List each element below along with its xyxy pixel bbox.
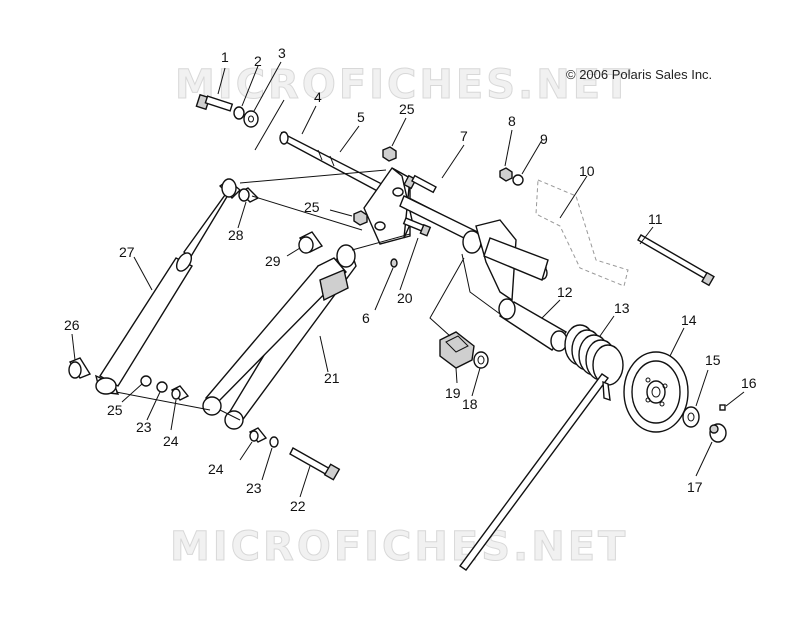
callout-24-left: 24 — [163, 433, 179, 449]
leader-lines — [71, 61, 745, 498]
callout-numbers: 1 2 3 4 5 25 7 8 9 10 25 28 27 29 11 20 … — [64, 45, 757, 514]
part-1-bolt — [195, 93, 234, 112]
part-2-washer — [233, 106, 245, 120]
part-15-washer — [682, 406, 700, 428]
part-28-bushing — [238, 187, 260, 203]
callout-25-upper: 25 — [399, 101, 415, 117]
part-25-nut-b — [353, 210, 368, 226]
callout-23-left: 23 — [136, 419, 152, 435]
part-10-cross-tube — [399, 195, 549, 302]
part-25-washer-low — [140, 375, 152, 387]
part-16-pin — [719, 404, 726, 411]
part-9-washer — [512, 174, 524, 186]
part-11-long-bolt — [637, 234, 715, 287]
part-7-bolt — [403, 174, 437, 194]
part-12-sleeve — [498, 298, 568, 352]
callout-3: 3 — [278, 45, 286, 61]
part-23-washer-a — [156, 381, 168, 393]
callout-27: 27 — [119, 244, 135, 260]
callout-7: 7 — [460, 128, 468, 144]
part-27-shock-absorber — [94, 178, 242, 395]
callout-23-lower: 23 — [246, 480, 262, 496]
callout-12: 12 — [557, 284, 573, 300]
part-24-bushing-a — [170, 385, 190, 401]
part-19-block — [439, 331, 475, 369]
callout-4: 4 — [314, 89, 322, 105]
callout-17: 17 — [687, 479, 703, 495]
part-23-washer-b — [269, 436, 279, 448]
callout-5: 5 — [357, 109, 365, 125]
copyright-text: © 2006 Polaris Sales Inc. — [566, 67, 712, 82]
callout-9: 9 — [540, 131, 548, 147]
callout-14: 14 — [681, 312, 697, 328]
part-6-nut — [390, 258, 398, 268]
part-3-washer — [243, 110, 259, 128]
callout-25-lower: 25 — [107, 402, 123, 418]
callout-29: 29 — [265, 253, 281, 269]
part-25-nut-a — [382, 146, 397, 162]
callout-25-mid: 25 — [304, 199, 320, 215]
callout-24-lower: 24 — [208, 461, 224, 477]
part-29-bushing — [298, 231, 324, 254]
callout-1: 1 — [221, 49, 229, 65]
callout-16: 16 — [741, 375, 757, 391]
callout-6: 6 — [362, 310, 370, 326]
callout-19: 19 — [445, 385, 461, 401]
callout-26: 26 — [64, 317, 80, 333]
part-8-nut — [499, 167, 513, 182]
watermark-top: MICROFICHES.NET — [175, 62, 633, 108]
callout-20: 20 — [397, 290, 413, 306]
callout-21: 21 — [324, 370, 340, 386]
part-18-ring — [473, 351, 489, 369]
part-24-bushing-b — [248, 427, 268, 443]
callout-22: 22 — [290, 498, 306, 514]
callout-8: 8 — [508, 113, 516, 129]
part-20-bolt — [402, 217, 432, 237]
part-17-cap — [709, 423, 727, 443]
callout-13: 13 — [614, 300, 630, 316]
part-21-a-arm — [202, 244, 357, 430]
part-22-bolt — [289, 447, 341, 481]
watermark-bottom: MICROFICHES.NET — [170, 524, 628, 570]
callout-11: 11 — [648, 211, 663, 227]
callout-18: 18 — [462, 396, 478, 412]
ghost-plate-outline — [535, 179, 629, 287]
part-14-idler-wheel — [623, 351, 689, 433]
callout-15: 15 — [705, 352, 721, 368]
callout-28: 28 — [228, 227, 244, 243]
part-26-bushing — [68, 357, 92, 379]
part-13-torsion-spring — [459, 324, 624, 571]
callout-10: 10 — [579, 163, 595, 179]
callout-2: 2 — [254, 53, 262, 69]
